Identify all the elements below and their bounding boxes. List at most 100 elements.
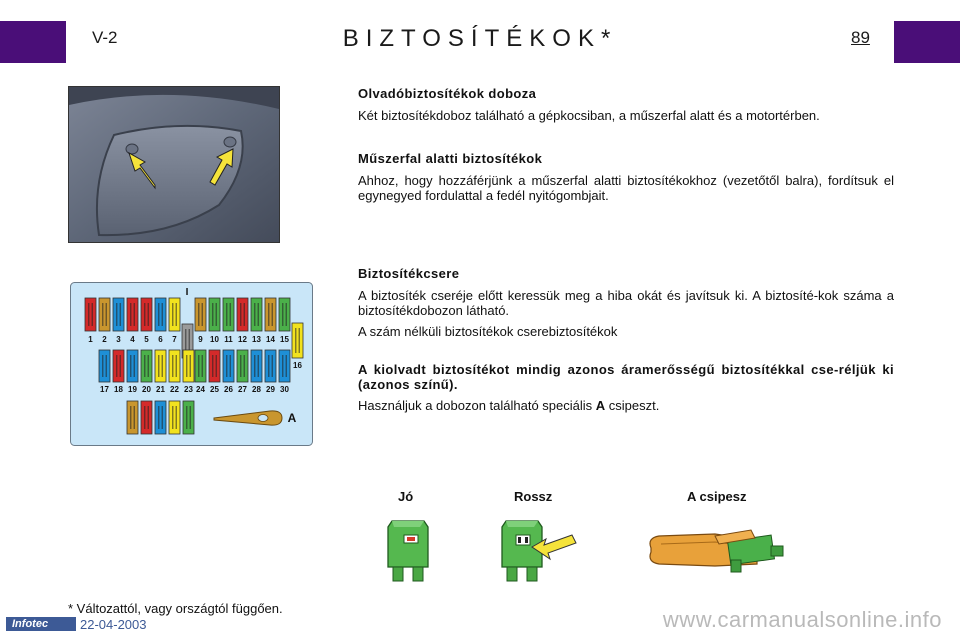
fuse (140, 349, 153, 383)
fuse-boxes-text: Két biztosítékdoboz található a gépkocsi… (358, 108, 820, 123)
fuse (264, 349, 277, 383)
dashboard-fuses-text: Ahhoz, hogy hozzáférjünk a műszerfal ala… (358, 173, 894, 203)
fuse-number-label: 11 (224, 335, 233, 344)
fuse-box-diagram: 12345679101112131415II161718192021222324… (70, 282, 313, 446)
section-code: V-2 (92, 28, 118, 47)
print-date: 22-04-2003 (80, 617, 147, 632)
fuse-number-label: 2 (102, 335, 107, 344)
fuse-number-label: 24 (196, 385, 205, 394)
fuse-number-label: 7 (172, 335, 177, 344)
fuse (194, 297, 207, 332)
fuse-number-label: 16 (293, 361, 302, 370)
good-fuse-illustration (387, 520, 429, 582)
fuse (222, 297, 235, 332)
tool-letter: A (595, 398, 606, 413)
heading-fuse-replacement: Biztosítékcsere (358, 266, 460, 281)
arrow-icon (209, 148, 234, 186)
fuse-replacement-text: A biztosíték cseréje előtt keressük meg … (358, 288, 894, 318)
section-fuse-boxes: Olvadóbiztosítékok doboza Két biztosíték… (358, 86, 894, 123)
fuse (278, 349, 291, 383)
fuse-number-label: 21 (156, 385, 165, 394)
tweezers-hole (257, 414, 269, 422)
corner-block-left (0, 21, 66, 63)
fuse (154, 349, 167, 383)
fuse-number-label: 25 (210, 385, 219, 394)
fuse-number-label: 6 (158, 335, 163, 344)
fuse (98, 349, 111, 383)
fuse-number-label: 29 (266, 385, 275, 394)
fuse (154, 297, 167, 332)
fuse (222, 349, 235, 383)
fuse (250, 349, 263, 383)
warning-text: A kiolvadt biztosítékot mindig azonos ár… (358, 362, 894, 392)
arrow-icon (128, 151, 156, 190)
fuse (208, 297, 221, 332)
fuse (168, 297, 181, 332)
heading-dashboard-fuses: Műszerfal alatti biztosítékok (358, 151, 543, 166)
section-warning: A kiolvadt biztosítékot mindig azonos ár… (358, 362, 894, 413)
fuse (84, 297, 97, 332)
fuse-tweezers-illustration (649, 529, 784, 573)
fuse-number-label: 10 (210, 335, 219, 344)
fuse-number-label: 17 (100, 385, 109, 394)
fuse (182, 400, 195, 435)
fuse-number-label: 1 (88, 335, 93, 344)
fuse (140, 400, 153, 435)
fuse-number-label: 28 (252, 385, 261, 394)
fuse (168, 349, 181, 383)
fuse-number-label: 5 (144, 335, 149, 344)
fuse-number-label: 4 (130, 335, 135, 344)
fuse-number-label: 26 (224, 385, 233, 394)
dashboard-photo (68, 86, 280, 243)
fuse (194, 349, 207, 383)
corner-block-right (894, 21, 960, 63)
tool-letter-label: A (288, 411, 297, 425)
good-fuse-label: Jó (398, 489, 414, 504)
arrow-icon (531, 534, 577, 561)
fuse-number-label: 15 (280, 335, 289, 344)
fuse-number-label: 12 (238, 335, 247, 344)
fuse-number-label: 3 (116, 335, 121, 344)
fuse-number-label: 9 (198, 335, 203, 344)
fuse (236, 349, 249, 383)
fuse (291, 322, 304, 359)
heading-fuse-boxes: Olvadóbiztosítékok doboza (358, 86, 537, 101)
fuse-number-label: 27 (238, 385, 247, 394)
fuse (126, 297, 139, 332)
fuse-number-label: 13 (252, 335, 261, 344)
marker-label: I (186, 287, 189, 298)
page-number: 89 (851, 28, 870, 47)
bad-fuse-label: Rossz (514, 489, 553, 504)
page-title: BIZTOSÍTÉKOK* (342, 25, 618, 52)
section-dashboard-fuses: Műszerfal alatti biztosítékok Ahhoz, hog… (358, 151, 894, 203)
fuse (250, 297, 263, 332)
fuse (278, 297, 291, 332)
fuse-number-label: 18 (114, 385, 123, 394)
fuse-number-label: 30 (280, 385, 289, 394)
tool-text: Használjuk a dobozon található speciális… (358, 398, 660, 413)
watermark-text: www.carmanualsonline.info (662, 607, 942, 632)
fuse (154, 400, 167, 435)
fuse (98, 297, 111, 332)
fuse (208, 349, 221, 383)
fuse-number-label: 14 (266, 335, 275, 344)
fuse (264, 297, 277, 332)
fuse (182, 349, 195, 383)
brand-logo: Infotec (6, 617, 76, 631)
fuse-number-label: 20 (142, 385, 151, 394)
fuse (126, 400, 139, 435)
fuse-number-label: 22 (170, 385, 179, 394)
fuse (126, 349, 139, 383)
fuse-number-label: 23 (184, 385, 193, 394)
spare-fuses-text: A szám nélküli biztosítékok cserebiztosí… (358, 324, 618, 339)
blown-fuse-illustration (501, 520, 577, 582)
fuse (168, 400, 181, 435)
fuse (112, 349, 125, 383)
fuse (112, 297, 125, 332)
tweezers-label: A csipesz (687, 489, 747, 504)
fuse-number-label: 19 (128, 385, 137, 394)
fuse (236, 297, 249, 332)
footnote: * Változattól, vagy országtól függően. (68, 601, 283, 616)
section-fuse-replacement: Biztosítékcsere A biztosíték cseréje elő… (358, 266, 894, 339)
fuse (140, 297, 153, 332)
